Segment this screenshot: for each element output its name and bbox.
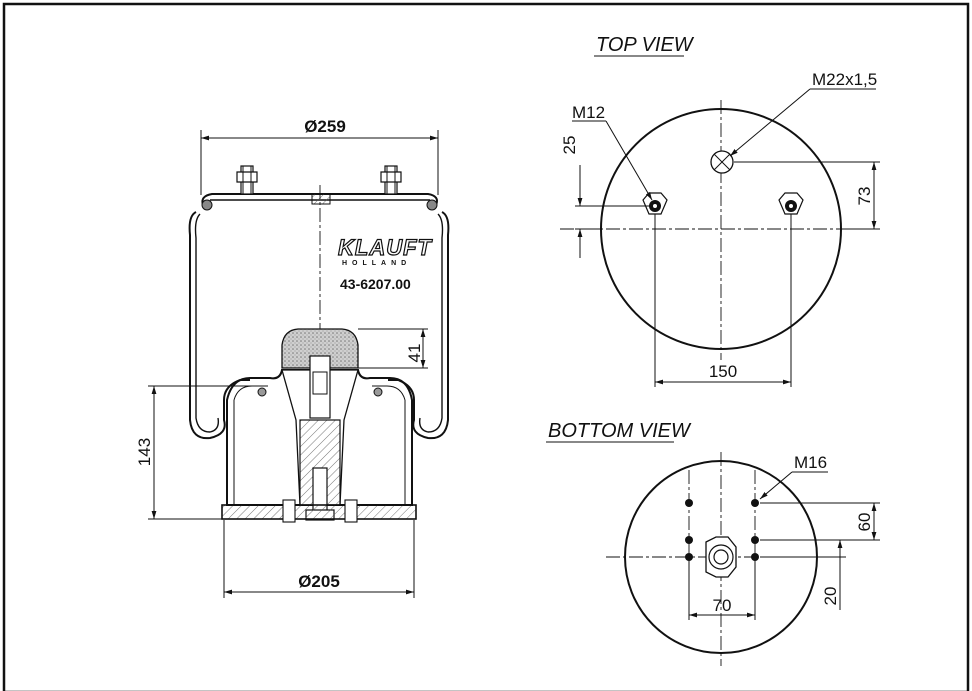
bellow-right — [388, 211, 450, 440]
dim-top-diameter: Ø259 — [200, 117, 439, 195]
brand-sub: HOLLAND — [342, 260, 411, 267]
bottom-view: BOTTOM VIEW M16 60 20 — [546, 420, 880, 666]
bolt-hole — [685, 499, 693, 507]
dim-73-label: 73 — [855, 187, 874, 206]
brand-logo: KLAUFT HOLLAND 43-6207.00 — [337, 234, 433, 292]
part-number: 43-6207.00 — [340, 276, 411, 292]
dim-bumper-label: 41 — [405, 344, 424, 363]
dim-bottom-diameter-label: Ø205 — [298, 572, 340, 591]
bolt-hole — [751, 499, 759, 507]
bump-stop — [281, 328, 359, 369]
dim-height-label: 143 — [135, 438, 154, 466]
bellow-left — [188, 211, 250, 440]
dim-20-label: 20 — [821, 587, 840, 606]
dim-60-label: 60 — [855, 513, 874, 532]
brand-name: KLAUFT — [338, 235, 433, 260]
top-view: TOP VIEW M12 M22x1,5 — [560, 34, 880, 387]
top-view-title: TOP VIEW — [596, 34, 695, 56]
dim-70-label: 70 — [713, 596, 732, 615]
label-m16: M16 — [794, 453, 827, 472]
side-view: Ø259 KLAUFT HOLLAND 43-6207 — [135, 117, 450, 598]
label-m22: M22x1,5 — [812, 70, 877, 89]
bottom-view-title: BOTTOM VIEW — [548, 420, 692, 442]
air-inlet-fitting — [311, 193, 331, 205]
dim-150-label: 150 — [709, 362, 737, 381]
dim-25-label: 25 — [560, 136, 579, 155]
piston-base — [221, 504, 417, 520]
top-stud-right — [778, 192, 804, 215]
label-m12: M12 — [572, 103, 605, 122]
bolt-hole — [685, 536, 693, 544]
stud-left — [236, 165, 258, 195]
dim-top-diameter-label: Ø259 — [304, 117, 346, 136]
top-stud-left — [642, 192, 668, 215]
stud-right — [380, 165, 402, 195]
bolt-hole — [751, 536, 759, 544]
